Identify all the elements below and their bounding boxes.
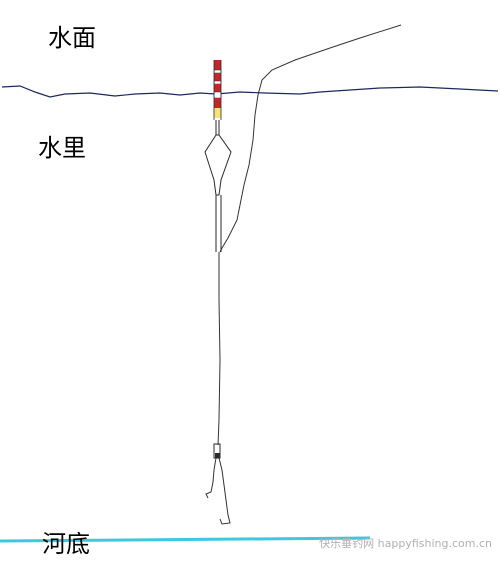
float-tip-white-2 xyxy=(213,80,222,85)
float-tip-red-4 xyxy=(214,98,221,108)
float-tip-white-1 xyxy=(213,69,222,74)
float-tip-yellow xyxy=(214,108,221,118)
float-tip-red-top xyxy=(214,60,221,70)
river-bottom-label: 河底 xyxy=(42,530,90,558)
watermark: 快乐垂钓网 happyfishing.com.cn xyxy=(319,537,492,550)
float-tip-red-2 xyxy=(214,73,221,81)
sinker-knot xyxy=(215,453,220,458)
underwater-label: 水里 xyxy=(38,134,86,162)
hook-right-line xyxy=(218,457,231,525)
float-tip-red-3 xyxy=(214,84,221,92)
hook-left-line xyxy=(205,457,217,499)
water-surface-label: 水面 xyxy=(48,24,96,52)
river-bottom-line xyxy=(0,536,371,543)
float xyxy=(204,60,232,252)
float-body xyxy=(204,134,232,196)
leader-line xyxy=(217,252,221,446)
water-surface-line xyxy=(1,85,499,98)
fishing-line xyxy=(219,24,402,253)
float-tip-white-3 xyxy=(213,91,222,99)
sinker xyxy=(213,443,221,459)
